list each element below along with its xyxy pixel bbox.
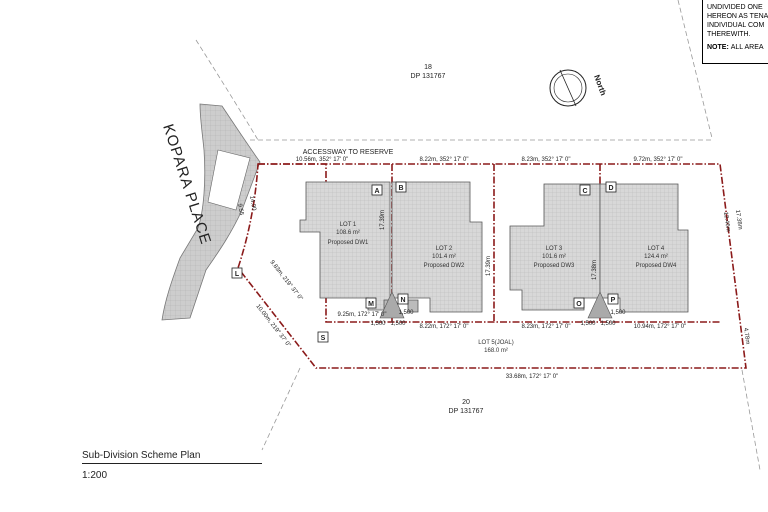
svg-text:8.22m, 352° 17' 0": 8.22m, 352° 17' 0" [419,157,468,163]
notes-line-2: HEREON AS TENA [707,13,768,20]
svg-text:1,500: 1,500 [370,321,386,327]
buildings [299,181,689,313]
svg-text:168.0 m²: 168.0 m² [484,348,508,354]
svg-text:P: P [611,297,616,304]
svg-text:M: M [368,301,374,308]
svg-text:LOT 4: LOT 4 [648,246,665,252]
svg-text:101.6 m²: 101.6 m² [542,254,566,260]
svg-text:17.39m: 17.39m [380,210,386,230]
marker-l [231,267,243,279]
svg-text:1,500: 1,500 [390,321,406,327]
accessway-wedges [379,291,613,319]
svg-text:N: N [400,297,405,304]
svg-text:12.46m: 12.46m [722,211,731,232]
north-lot-dp: DP 131767 [411,73,446,80]
neighbour-boundaries [195,0,761,471]
notes-line-4: THEREWITH. [707,31,751,38]
svg-text:Proposed DW2: Proposed DW2 [424,263,465,269]
svg-text:1,500: 1,500 [580,321,596,327]
svg-text:9.55: 9.55 [236,203,244,216]
svg-text:8.22m, 172° 17' 0": 8.22m, 172° 17' 0" [419,324,468,330]
svg-text:108.6 m²: 108.6 m² [336,230,360,236]
svg-text:10.00m, 219° 37' 0": 10.00m, 219° 37' 0" [254,304,291,349]
svg-text:LOT 2: LOT 2 [436,246,453,252]
north-label: North [592,74,608,97]
svg-text:17.38m: 17.38m [734,209,743,230]
plan-title: Sub-Division Scheme Plan [82,450,262,464]
svg-text:O: O [576,301,582,308]
svg-text:1,500: 1,500 [600,321,616,327]
lot-2-label: LOT 2 101.4 m² Proposed DW2 [424,246,465,269]
svg-text:9.83m, 219° 37' 0": 9.83m, 219° 37' 0" [268,260,303,302]
svg-text:LOT 5(JOAL): LOT 5(JOAL) [478,340,514,346]
svg-text:Proposed DW1: Proposed DW1 [328,240,369,246]
svg-text:D: D [608,185,613,192]
marker-d [605,181,617,193]
notes-line-1: UNDIVIDED ONE [707,4,763,11]
notes-panel: UNDIVIDED ONE HEREON AS TENA INDIVIDUAL … [702,0,768,64]
svg-text:LOT 3: LOT 3 [546,246,563,252]
marker-o [573,297,585,309]
svg-text:Proposed DW3: Proposed DW3 [534,263,575,269]
svg-text:101.4 m²: 101.4 m² [432,254,456,260]
point-markers: A B C D L M N O P S [231,181,619,343]
marker-m [365,297,377,309]
marker-n [397,293,409,305]
svg-text:1,500: 1,500 [610,310,626,316]
svg-text:9.25m, 172° 17' 0": 9.25m, 172° 17' 0" [337,312,386,318]
accessway-label: ACCESSWAY TO RESERVE [303,149,394,156]
marker-b [395,181,407,193]
kopara-place-road [161,103,261,321]
notes-line-3: INDIVIDUAL COM [707,22,765,29]
north-lot-number: 18 [424,64,432,71]
lot-3-label: LOT 3 101.6 m² Proposed DW3 [534,246,575,269]
plan-scale: 1:200 [82,470,108,481]
lot-4-label: LOT 4 124.4 m² Proposed DW4 [636,246,677,269]
svg-text:124.4 m²: 124.4 m² [644,254,668,260]
svg-text:1,500: 1,500 [398,310,414,316]
svg-text:A: A [374,188,379,195]
svg-text:33.68m, 172° 17' 0": 33.68m, 172° 17' 0" [506,374,558,380]
building-dw1 [299,181,391,311]
south-lot-dp: DP 131767 [449,408,484,415]
marker-s [317,331,329,343]
south-lot-number: 20 [462,399,470,406]
svg-text:17.39m: 17.39m [486,256,492,276]
svg-text:10.94m, 172° 17' 0": 10.94m, 172° 17' 0" [634,324,686,330]
lot-1-label: LOT 1 108.6 m² Proposed DW1 [328,222,369,246]
svg-text:8.23m, 172° 17' 0": 8.23m, 172° 17' 0" [521,324,570,330]
svg-text:14.00: 14.00 [248,195,257,211]
marker-p [607,293,619,305]
svg-text:17.38m: 17.38m [592,260,598,280]
svg-text:Proposed DW4: Proposed DW4 [636,263,677,269]
lot-5-label: LOT 5(JOAL) 168.0 m² [478,340,514,354]
svg-text:9.72m, 352° 17' 0": 9.72m, 352° 17' 0" [633,157,682,163]
svg-text:8.23m, 352° 17' 0": 8.23m, 352° 17' 0" [521,157,570,163]
building-dw4 [599,183,689,313]
svg-text:S: S [321,335,326,342]
svg-text:10.56m, 352° 17' 0": 10.56m, 352° 17' 0" [296,157,348,163]
north-arrow-icon [549,69,587,107]
svg-text:C: C [582,188,587,195]
marker-a [371,184,383,196]
svg-text:L: L [235,271,240,278]
svg-text:4.78m: 4.78m [742,327,750,344]
notes-footnote: NOTE: ALL AREA [707,44,764,51]
svg-text:B: B [398,185,403,192]
marker-c [579,184,591,196]
svg-text:LOT 1: LOT 1 [340,222,357,228]
title-block: Sub-Division Scheme Plan 1:200 [82,450,262,481]
